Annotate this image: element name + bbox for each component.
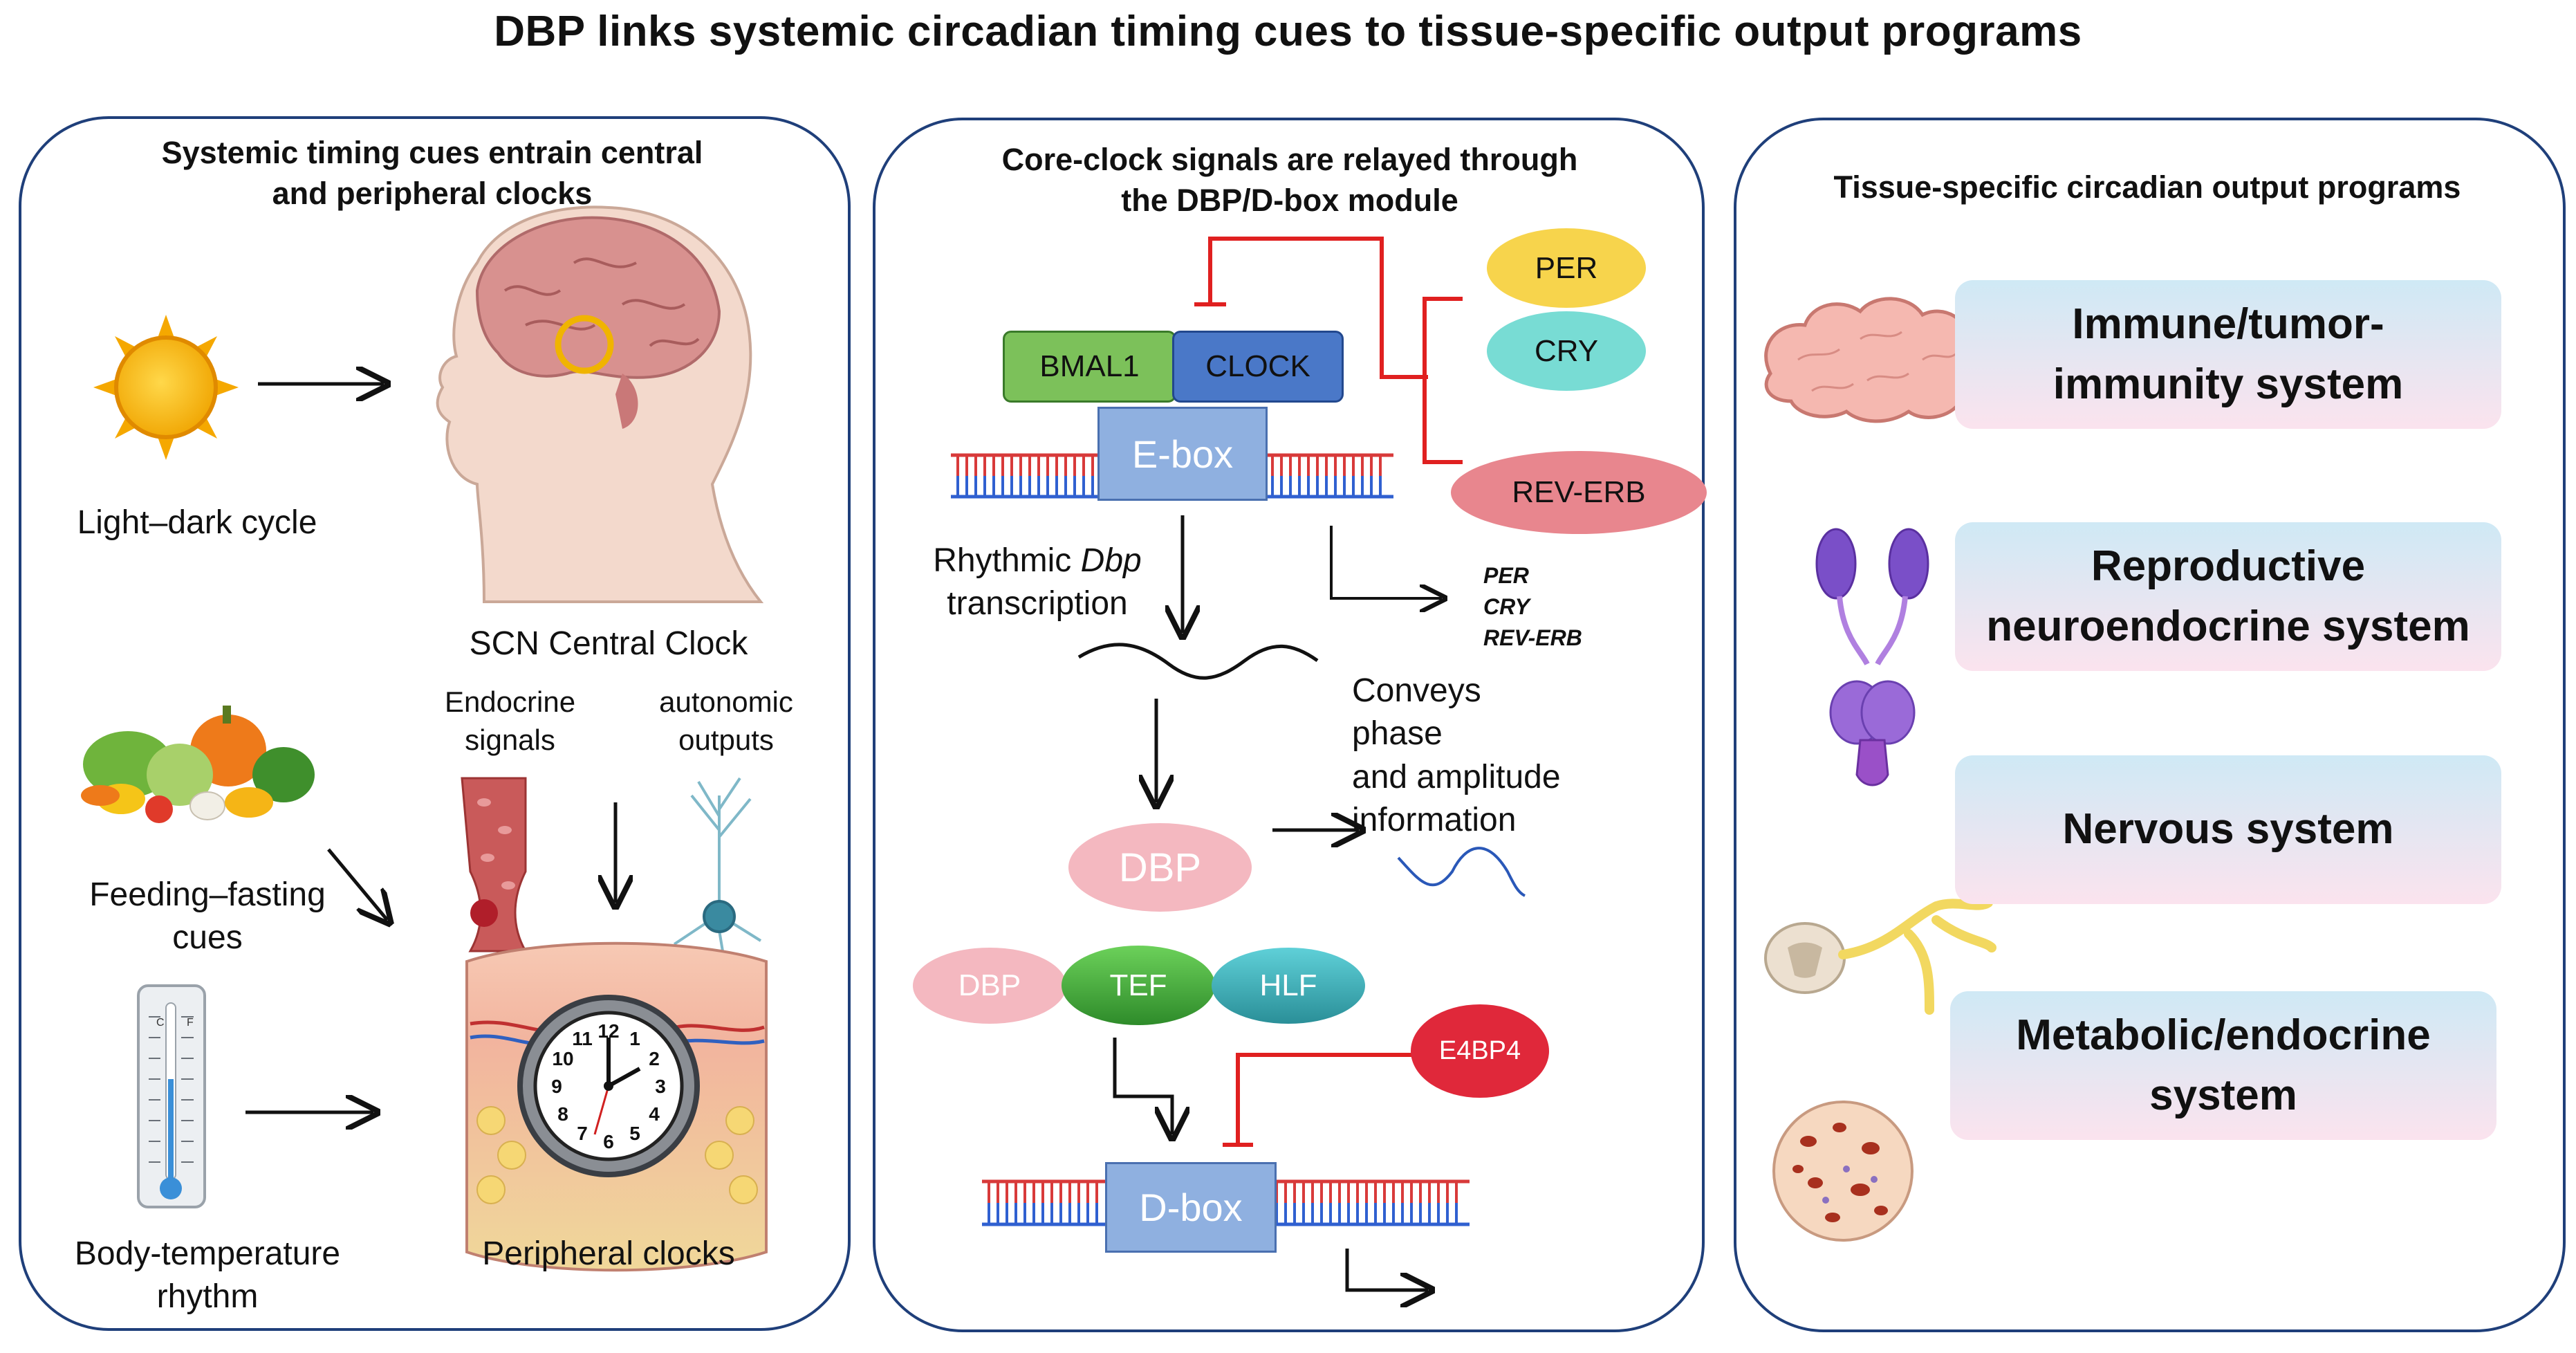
middle-panel-title: Core-clock signals are relayed through t… [913, 140, 1667, 221]
clock-protein: CLOCK [1172, 331, 1344, 403]
feeding-arrow [327, 848, 387, 920]
dbp-protein: DBP [1068, 823, 1252, 912]
ebox-element: E-box [1097, 407, 1268, 501]
left-panel-title-line1: Systemic timing cues entrain central [161, 135, 703, 170]
light-dark-label: Light–dark cycle [77, 504, 317, 541]
dbp-par-bzip: DBP [913, 948, 1066, 1024]
per-protein: PER [1487, 228, 1646, 308]
adipose-tissue-icon [1772, 1101, 1914, 1242]
target-cry: CRY [1483, 593, 1530, 619]
left-panel-title: Systemic timing cues entrain central and… [69, 133, 795, 214]
conveys-line1: Conveys phase [1352, 672, 1481, 753]
clock-number-11: 11 [572, 1028, 593, 1049]
clock-number-10: 10 [552, 1048, 573, 1069]
reproductive-gland-icon [1815, 528, 1929, 786]
sun-icon [93, 315, 239, 460]
repro-line1: Reproductive [2091, 542, 2366, 590]
endocrine-label-line2: signals [465, 723, 555, 756]
metabolic-line2: system [2149, 1071, 2297, 1119]
middle-panel-title-line1: Core-clock signals are relayed through [1001, 142, 1578, 177]
metabolic-system-box: Metabolic/endocrine system [1950, 991, 2496, 1140]
vegetables-icon [81, 706, 315, 823]
spinal-cord-icon [1764, 898, 1996, 1015]
endocrine-label: Endocrine signals [415, 683, 605, 759]
target-reverb: REV-ERB [1483, 625, 1582, 650]
endocrine-label-line1: Endocrine [444, 685, 576, 718]
lymph-node-icon [1764, 297, 1983, 423]
conveys-label: Conveys phase and amplitude information [1352, 670, 1580, 843]
thermometer-icon [137, 984, 206, 1208]
inhibition-lines-top [1194, 237, 1463, 464]
clock-number-1: 1 [629, 1028, 640, 1049]
reproductive-system-box: Reproductive neuroendocrine system [1955, 522, 2501, 671]
e4bp4-inhibition-line [1223, 1053, 1414, 1147]
autonomic-label-line1: autonomic [659, 685, 793, 718]
conveys-line3: information [1352, 802, 1517, 839]
clock-number-12: 12 [597, 1020, 619, 1042]
feeding-label-line2: cues [172, 919, 243, 957]
clock-number-6: 6 [603, 1131, 614, 1152]
tef-par-bzip: TEF [1062, 946, 1215, 1025]
clock-number-2: 2 [649, 1048, 660, 1069]
targets-arrow [1330, 526, 1442, 598]
clock-icon [517, 995, 700, 1177]
clock-number-7: 7 [577, 1123, 588, 1144]
nervous-label: Nervous system [2062, 805, 2394, 854]
dbp-gene-word: Dbp [1080, 542, 1142, 579]
target-genes-list: PER CRY REV-ERB [1483, 560, 1622, 653]
clock-number-9: 9 [551, 1076, 562, 1097]
hlf-par-bzip: HLF [1212, 948, 1365, 1024]
autonomic-label: autonomic outputs [622, 683, 830, 759]
thermometer-f-label: F [187, 1017, 194, 1029]
feeding-label: Feeding–fasting cues [62, 874, 353, 960]
blood-vessel-icon [461, 777, 528, 952]
mrna-wave [1077, 643, 1319, 680]
conveys-line2: and amplitude [1352, 758, 1561, 795]
dbox-activation-arrow [1113, 1038, 1172, 1134]
clock-number-3: 3 [655, 1076, 666, 1097]
clock-number-4: 4 [649, 1103, 660, 1125]
left-panel-title-line2: and peripheral clocks [272, 175, 593, 211]
metabolic-line1: Metabolic/endocrine [2016, 1011, 2431, 1059]
oscillation-wave [1397, 847, 1526, 897]
scn-label: SCN Central Clock [469, 625, 748, 662]
temperature-label: Body-temperature rhythm [62, 1233, 353, 1319]
immune-line1: Immune/tumor- [2072, 300, 2384, 348]
autonomic-label-line2: outputs [678, 723, 774, 756]
reverb-protein: REV-ERB [1451, 451, 1707, 534]
right-panel-title: Tissue-specific circadian output program… [1833, 169, 2461, 205]
figure-title: DBP links systemic circadian timing cues… [494, 8, 2082, 55]
human-head-icon [436, 205, 764, 603]
transcription-word: transcription [947, 585, 1128, 623]
rhythmic-dbp-label: Rhythmic Dbp transcription [899, 540, 1176, 626]
peripheral-label: Peripheral clocks [482, 1235, 735, 1272]
middle-panel-title-line2: the DBP/D-box module [1121, 182, 1458, 218]
dbox-output-arrow [1345, 1249, 1428, 1290]
rhythmic-word: Rhythmic [933, 542, 1072, 579]
nervous-system-box: Nervous system [1955, 755, 2501, 904]
clock-number-8: 8 [557, 1103, 568, 1125]
e4bp4-repressor: E4BP4 [1411, 1004, 1549, 1098]
temperature-label-line2: rhythm [156, 1278, 259, 1316]
immune-system-box: Immune/tumor- immunity system [1955, 280, 2501, 429]
dbox-element: D-box [1105, 1162, 1277, 1253]
target-per: PER [1483, 563, 1529, 588]
cry-protein: CRY [1487, 311, 1646, 391]
repro-line2: neuroendocrine system [1986, 602, 2470, 650]
feeding-label-line1: Feeding–fasting [89, 876, 326, 913]
neuron-icon [673, 777, 762, 952]
immune-line2: immunity system [2053, 360, 2404, 408]
temperature-label-line1: Body-temperature [74, 1235, 341, 1272]
clock-number-5: 5 [629, 1123, 640, 1144]
thermometer-c-label: C [156, 1017, 165, 1029]
bmal1-protein: BMAL1 [1003, 331, 1176, 403]
